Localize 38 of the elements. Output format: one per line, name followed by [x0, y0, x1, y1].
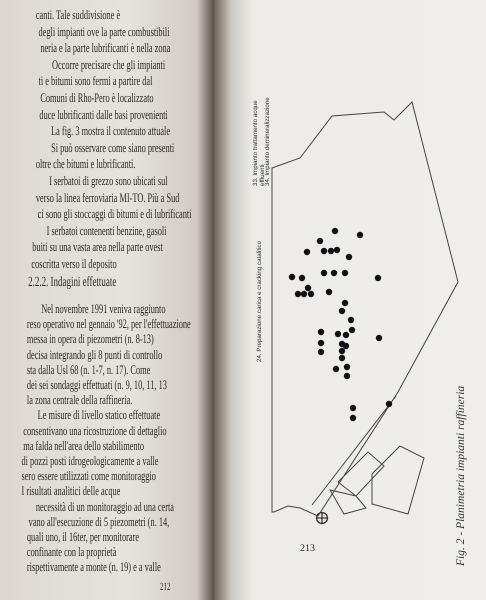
body-text: neria e la parte lubrificanti è nella zona: [40, 41, 170, 56]
body-text: consentivano una ricostruzione di dettaglio: [23, 424, 167, 438]
body-text: sero essere utilizzati come monitoraggio: [22, 469, 156, 484]
body-text: vano all'esecuzione di 5 piezometri (n. 14,: [28, 514, 170, 529]
body-text: reso operativo nel gennaio '92, per l'effettuazione: [26, 317, 191, 332]
body-text: decisa integrando gli 8 punti di controllo: [26, 348, 162, 362]
body-text: Le misure di livello statico effettuate: [38, 408, 160, 422]
body-text: verso la linea ferroviaria MI-TO. Più a Sud: [36, 190, 180, 205]
body-text: ci sono gli stoccaggi di bitumi e di lubrificanti: [38, 207, 192, 222]
body-text: ma falda nell'area dello stabilimento: [23, 438, 144, 453]
body-text: rispettivamente a monte (n. 19) e a valle: [26, 560, 161, 574]
page-number: 212: [160, 580, 171, 594]
body-text: sta dalla Usl 68 (n. 1-7, n. 17). Come: [26, 362, 150, 377]
body-text: di pozzi posti idrogeologicamente a valle: [22, 454, 158, 468]
body-text: La fig. 3 mostra il contenuto attuale: [51, 124, 170, 138]
body-text: quali uno, il 16ter, per monitorare: [26, 530, 140, 544]
section-heading: 2.2.2. Indagini effettuate: [28, 276, 116, 290]
body-text: la zona centrale della raffineria.: [26, 393, 132, 408]
body-text: Nel novembre 1991 veniva raggiunto: [41, 302, 166, 316]
body-text: degli impianti ove la parte combustibili: [38, 24, 170, 39]
body-text: messa in opera di piezometri (n. 8-13): [26, 332, 154, 346]
body-text: Occorre precisare che gli impianti: [52, 58, 166, 72]
body-text: buiti su una vasta area nella parte ovest: [32, 240, 163, 254]
body-text: dei sei sondaggi effettuati (n. 9, 10, 11, 13: [26, 378, 167, 392]
body-text: I risultati analitici delle acque: [22, 484, 120, 498]
page-number: 213: [300, 542, 315, 556]
body-text: oltre che bitumi e lubrificanti.: [36, 157, 136, 172]
body-text: Si può osservare come siano presenti: [51, 140, 174, 155]
body-text: duce lubrificanti dalle basi provenienti: [39, 108, 168, 122]
body-text: I serbatoi contenenti benzine, gasoli: [46, 224, 166, 238]
body-text: confinante con la proprietà: [26, 545, 116, 560]
body-text: canti. Tale suddivisione è: [36, 8, 120, 22]
body-text: ti e bitumi sono fermi a partire dal: [38, 74, 152, 88]
body-text: Comuni di Rho-Pero è localizzato: [40, 91, 154, 105]
figure-caption: Fig. 2 - Planimetria impianti raffineria: [455, 386, 467, 566]
body-text: necessità di un monitoraggio ad una certa: [36, 500, 174, 514]
body-text: I serbatoi di grezzo sono ubicati sul: [49, 174, 168, 188]
body-text: coscritta verso il deposito: [31, 257, 117, 271]
